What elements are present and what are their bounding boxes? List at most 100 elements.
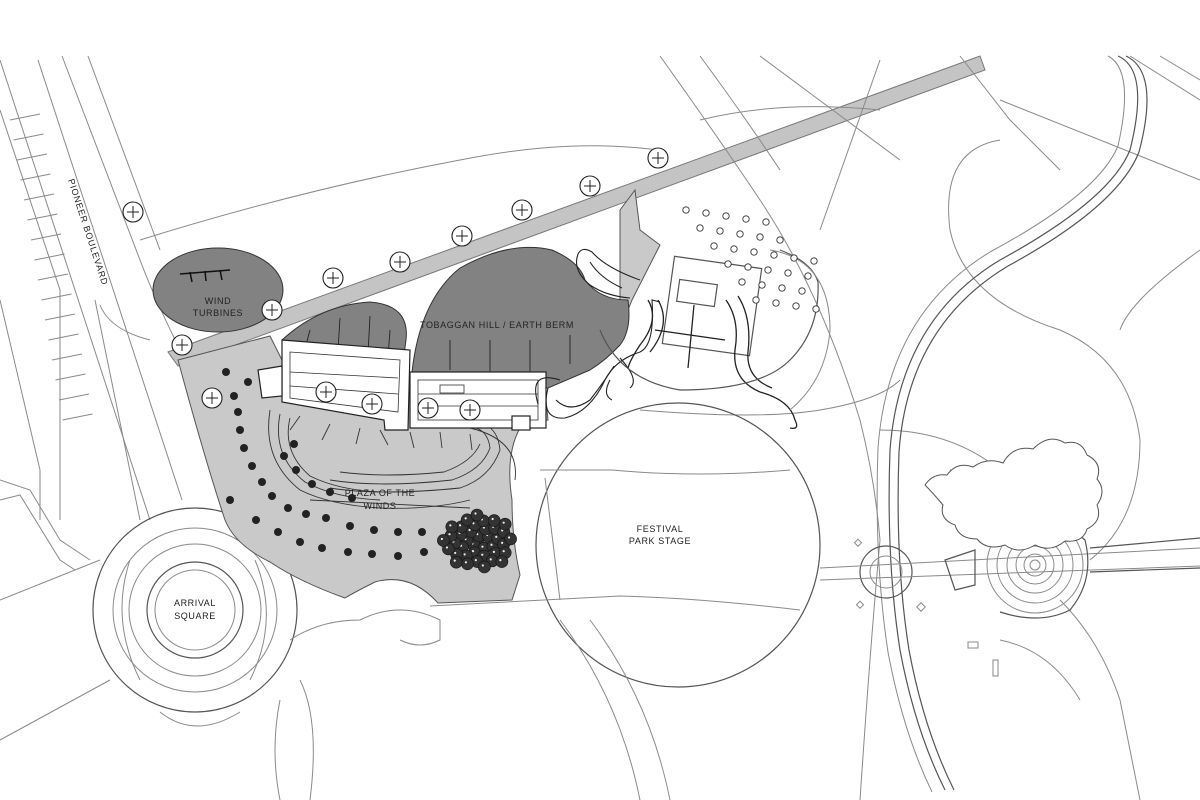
tree-icon (451, 225, 473, 247)
small-tree-icon (762, 218, 770, 226)
east-curving-road (876, 55, 1148, 793)
small-tree-icon (810, 257, 818, 265)
small-tree-dot-icon (268, 492, 276, 500)
small-tree-icon (752, 296, 760, 304)
arrival-square: ARRIVAL SQUARE (0, 507, 441, 800)
small-tree-dot-icon (236, 426, 244, 434)
berm-hatching (305, 315, 571, 372)
stage-ramps (535, 248, 661, 419)
small-tree-dot-icon (394, 528, 402, 536)
small-tree-icon (722, 212, 730, 220)
small-tree-dot-icon (274, 528, 282, 536)
small-tree-dot-icon (296, 538, 304, 546)
small-tree-icon (758, 281, 766, 289)
small-tree-dot-icon (348, 494, 356, 502)
tree-icon (171, 334, 193, 356)
parking-stalls (9, 113, 93, 421)
wind-turbines-label-2: TURBINES (193, 308, 243, 318)
tree-icon (201, 387, 223, 409)
shrub-icon (461, 557, 474, 571)
small-tree-icon (716, 227, 724, 235)
small-tree-icon (756, 233, 764, 241)
stage-lawn-edge (769, 249, 831, 411)
tree-icon (315, 381, 337, 403)
small-tree-dot-icon (290, 440, 298, 448)
pioneer-boulevard-linework (0, 55, 186, 571)
arrival-square-label-1: ARRIVAL (174, 598, 216, 608)
small-tree-icon (770, 251, 778, 259)
tree-icon (459, 399, 481, 421)
east-shrub-mass (924, 438, 1103, 551)
festival-stage-label-2: PARK STAGE (629, 536, 691, 546)
shrub-icon (449, 555, 463, 569)
small-tree-dot-icon (322, 514, 330, 522)
small-tree-dot-icon (226, 496, 234, 504)
small-tree-dot-icon (252, 516, 260, 524)
small-tree-icon (784, 269, 792, 277)
tree-icon (122, 201, 144, 223)
small-tree-icon (750, 248, 758, 256)
small-tree-icon (744, 263, 752, 271)
small-tree-icon (724, 260, 732, 268)
small-tree-dot-icon (258, 478, 266, 486)
small-tree-dot-icon (368, 550, 376, 558)
small-tree-dot-icon (418, 528, 426, 536)
small-tree-dot-icon (308, 480, 316, 488)
small-tree-icon (790, 254, 798, 262)
turbine-symbols (179, 269, 231, 283)
shrub-icon (498, 517, 512, 531)
small-tree-icon (772, 299, 780, 307)
small-tree-icon (682, 206, 690, 214)
arrival-square-label-2: SQUARE (174, 611, 216, 621)
small-tree-dot-icon (370, 526, 378, 534)
tree-icon (389, 251, 411, 273)
small-tree-icon (736, 230, 744, 238)
small-tree-icon (778, 284, 786, 292)
east-linework (639, 55, 1200, 800)
small-tree-icon (792, 302, 800, 310)
small-tree-icon (738, 278, 746, 286)
plaza-shrub-cluster (437, 508, 517, 574)
wind-turbines-label-1: WIND (205, 296, 231, 306)
tree-icon (361, 393, 383, 415)
shrub-icon (478, 560, 491, 574)
plaza-dot-trees (222, 368, 428, 560)
tobaggan-hill-label: TOBAGGAN HILL / EARTH BERM (420, 320, 574, 330)
plaza-label-1: PLAZA OF THE (345, 488, 416, 498)
festival-stage-label-1: FESTIVAL (637, 524, 684, 534)
shrub-icon (470, 508, 484, 522)
small-tree-icon (804, 272, 812, 280)
tree-icon (322, 267, 344, 289)
small-tree-icon (812, 305, 820, 313)
small-tree-dot-icon (346, 522, 354, 530)
small-tree-dot-icon (344, 548, 352, 556)
tree-icon (511, 199, 533, 221)
small-tree-dot-icon (302, 510, 310, 518)
plaza-label-2: WINDS (364, 501, 397, 511)
small-tree-dot-icon (318, 544, 326, 552)
shrub-icon (495, 555, 509, 568)
small-tree-icon (730, 245, 738, 253)
small-tree-dot-icon (234, 408, 242, 416)
small-tree-icon (764, 266, 772, 274)
small-tree-dot-icon (240, 444, 248, 452)
small-tree-dot-icon (292, 466, 300, 474)
small-tree-icon (696, 224, 704, 232)
small-tree-icon (742, 215, 750, 223)
small-tree-icon (710, 242, 718, 250)
shrub-icon (437, 534, 450, 547)
shrub-icon (487, 514, 501, 527)
tree-icon (261, 299, 283, 321)
north-site-boundary (139, 145, 661, 241)
small-tree-icon (776, 236, 784, 244)
small-tree-dot-icon (230, 392, 238, 400)
small-tree-dot-icon (326, 488, 334, 496)
plaza-radial-lines (289, 415, 473, 451)
pioneer-boulevard-label: PIONEER BOULEVARD (66, 178, 110, 287)
tree-icon (647, 147, 669, 169)
tree-icon (579, 175, 601, 197)
small-tree-dot-icon (394, 552, 402, 560)
small-tree-icon (702, 209, 710, 217)
small-tree-dot-icon (248, 462, 256, 470)
